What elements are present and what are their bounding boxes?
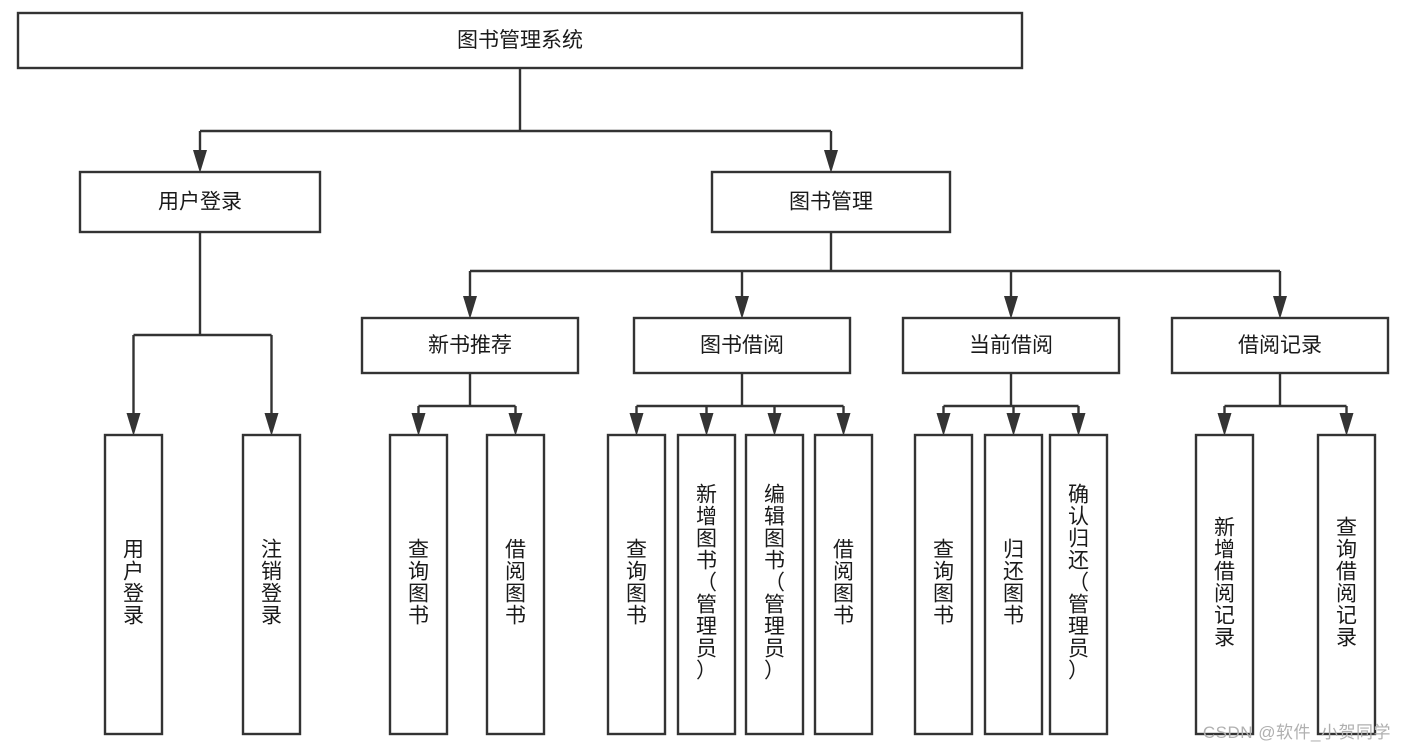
node-leaf-user-login-box[interactable] <box>103 433 164 736</box>
connector-group-current-borrow <box>936 373 1086 436</box>
node-leaf-edit-book-label: 编辑图书（管理员） <box>764 483 785 682</box>
node-current-borrow[interactable]: 当前借阅 <box>901 316 1121 375</box>
node-leaf-confirm-return[interactable]: 确认归还（管理员） <box>1048 433 1109 736</box>
node-leaf-add-record-box[interactable] <box>1194 433 1255 736</box>
node-leaf-borrow-book-1[interactable]: 借阅图书 <box>485 433 546 736</box>
node-leaf-add-record-label: 新增借阅记录 <box>1214 516 1235 649</box>
arrow-head-icon <box>411 413 426 436</box>
node-leaf-edit-book[interactable]: 编辑图书（管理员） <box>744 433 805 736</box>
node-leaf-user-login[interactable]: 用户登录 <box>103 433 164 736</box>
node-current-borrow-box[interactable] <box>901 316 1121 375</box>
node-leaf-query-book-2-label: 查询图书 <box>626 538 647 627</box>
node-borrow-record-box[interactable] <box>1170 316 1390 375</box>
node-new-book-rec-label: 新书推荐 <box>428 334 512 357</box>
arrow-head-icon <box>1071 413 1086 436</box>
node-leaf-add-book[interactable]: 新增图书（管理员） <box>676 433 737 736</box>
node-leaf-query-book-2[interactable]: 查询图书 <box>606 433 667 736</box>
node-leaf-return-book[interactable]: 归还图书 <box>983 433 1044 736</box>
connector-group-new-book-rec <box>411 373 523 436</box>
node-book-manage-box[interactable] <box>710 170 952 234</box>
arrow-head-icon <box>836 413 851 436</box>
node-leaf-borrow-book-1-box[interactable] <box>485 433 546 736</box>
node-current-borrow-label: 当前借阅 <box>969 334 1053 357</box>
node-leaf-query-book-1-box[interactable] <box>388 433 449 736</box>
node-leaf-user-logout-label: 注销登录 <box>261 538 282 627</box>
arrow-head-icon <box>824 150 838 173</box>
node-user-login-label: 用户登录 <box>158 191 242 214</box>
arrow-head-icon <box>463 296 477 319</box>
node-leaf-return-book-box[interactable] <box>983 433 1044 736</box>
connector-layer <box>126 68 1354 436</box>
node-leaf-query-book-1-label: 查询图书 <box>408 538 429 627</box>
node-user-login[interactable]: 用户登录 <box>78 170 322 234</box>
node-leaf-user-logout-box[interactable] <box>241 433 302 736</box>
node-leaf-confirm-return-label: 确认归还（管理员） <box>1068 483 1089 682</box>
node-leaf-user-logout[interactable]: 注销登录 <box>241 433 302 736</box>
arrow-head-icon <box>1006 413 1021 436</box>
node-new-book-rec[interactable]: 新书推荐 <box>360 316 580 375</box>
arrow-head-icon <box>1339 413 1354 436</box>
node-layer: 图书管理系统用户登录图书管理新书推荐图书借阅当前借阅借阅记录用户登录注销登录查询… <box>16 11 1390 736</box>
node-leaf-add-book-label: 新增图书（管理员） <box>696 483 717 682</box>
arrow-head-icon <box>508 413 523 436</box>
node-leaf-borrow-book-2-box[interactable] <box>813 433 874 736</box>
arrow-head-icon <box>264 413 279 436</box>
node-root[interactable]: 图书管理系统 <box>16 11 1024 70</box>
node-leaf-query-book-3[interactable]: 查询图书 <box>913 433 974 736</box>
arrow-head-icon <box>1273 296 1287 319</box>
node-root-label: 图书管理系统 <box>457 29 583 52</box>
node-book-borrow-label: 图书借阅 <box>700 334 784 357</box>
arrow-head-icon <box>1217 413 1232 436</box>
watermark-label: CSDN @软件_小贺同学 <box>1202 723 1391 742</box>
arrow-head-icon <box>699 413 714 436</box>
connector-group-book-borrow <box>629 373 851 436</box>
arrow-head-icon <box>193 150 207 173</box>
node-leaf-add-record[interactable]: 新增借阅记录 <box>1194 433 1255 736</box>
node-new-book-rec-box[interactable] <box>360 316 580 375</box>
connector-group-borrow-record <box>1217 373 1354 436</box>
node-leaf-return-book-label: 归还图书 <box>1003 538 1024 627</box>
node-user-login-box[interactable] <box>78 170 322 234</box>
node-leaf-borrow-book-1-label: 借阅图书 <box>505 538 526 627</box>
node-book-manage-label: 图书管理 <box>789 191 873 214</box>
node-leaf-query-book-1[interactable]: 查询图书 <box>388 433 449 736</box>
node-leaf-query-record-label: 查询借阅记录 <box>1336 516 1357 649</box>
node-leaf-borrow-book-2[interactable]: 借阅图书 <box>813 433 874 736</box>
node-borrow-record[interactable]: 借阅记录 <box>1170 316 1390 375</box>
arrow-head-icon <box>767 413 782 436</box>
arrow-head-icon <box>629 413 644 436</box>
connector-group-user-login <box>126 232 279 436</box>
connector-group-root <box>193 68 838 173</box>
node-leaf-user-login-label: 用户登录 <box>123 538 144 627</box>
node-book-manage[interactable]: 图书管理 <box>710 170 952 234</box>
arrow-head-icon <box>1004 296 1018 319</box>
node-book-borrow-box[interactable] <box>632 316 852 375</box>
node-leaf-query-record-box[interactable] <box>1316 433 1377 736</box>
node-leaf-edit-book-box[interactable] <box>744 433 805 736</box>
node-leaf-confirm-return-box[interactable] <box>1048 433 1109 736</box>
node-leaf-query-book-3-box[interactable] <box>913 433 974 736</box>
arrow-head-icon <box>126 413 141 436</box>
node-leaf-add-book-box[interactable] <box>676 433 737 736</box>
node-leaf-query-book-3-label: 查询图书 <box>933 538 954 627</box>
node-borrow-record-label: 借阅记录 <box>1238 334 1322 357</box>
node-leaf-query-record[interactable]: 查询借阅记录 <box>1316 433 1377 736</box>
arrow-head-icon <box>735 296 749 319</box>
arrow-head-icon <box>936 413 951 436</box>
connector-group-book-manage <box>463 232 1287 319</box>
node-leaf-query-book-2-box[interactable] <box>606 433 667 736</box>
node-root-box[interactable] <box>16 11 1024 70</box>
node-book-borrow[interactable]: 图书借阅 <box>632 316 852 375</box>
node-leaf-borrow-book-2-label: 借阅图书 <box>833 538 854 627</box>
